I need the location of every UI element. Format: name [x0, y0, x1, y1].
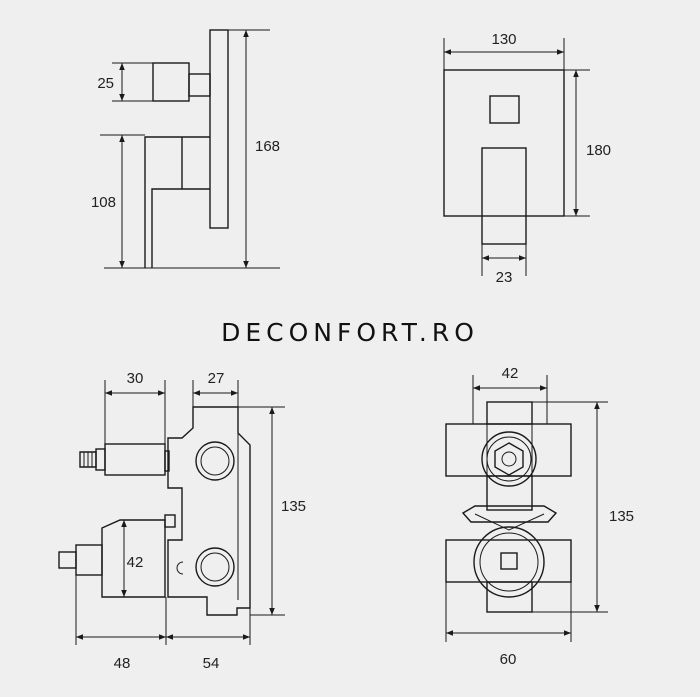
dim-27-label: 27 [208, 370, 225, 387]
upper-top-lug [486, 401, 533, 425]
dim-42-right-label: 42 [502, 365, 519, 382]
dim-23-label: 23 [496, 269, 513, 286]
valve-body-outline [167, 406, 251, 616]
lower-port [195, 547, 235, 587]
lever-front [481, 147, 527, 245]
valve-side-view: 30 27 135 42 48 54 [58, 370, 306, 672]
dim-108-label: 108 [91, 194, 116, 211]
dim-25-label: 25 [97, 75, 114, 92]
dim-42-left-label: 42 [127, 554, 144, 571]
hex-nut-icon [494, 442, 524, 476]
upper-spindle [104, 443, 166, 476]
upper-spindle-tip [79, 451, 97, 468]
knob-front [489, 95, 520, 124]
cover-plate-side [209, 29, 229, 229]
knob-side [152, 62, 190, 102]
front-view: 130 180 23 [443, 31, 611, 286]
dim-30-label: 30 [127, 370, 144, 387]
square-spindle-icon [500, 552, 518, 570]
mid-flange [461, 505, 558, 523]
lower-cartridge [101, 519, 166, 598]
lower-port-ring [473, 526, 545, 598]
dim-168-label: 168 [255, 138, 280, 155]
dim-60-label: 60 [500, 651, 517, 668]
lower-block [445, 539, 572, 583]
cover-plate-front [443, 69, 565, 217]
dim-180-label: 180 [586, 142, 611, 159]
upper-nut-ring [481, 431, 537, 487]
valve-front-view: 42 135 60 [445, 365, 634, 668]
dim-130-label: 130 [491, 31, 516, 48]
upper-port [195, 441, 235, 481]
dim-135-left-label: 135 [281, 498, 306, 515]
side-view: 25 108 168 [91, 29, 280, 269]
lower-bottom-lug [486, 581, 533, 613]
dim-54-label: 54 [203, 655, 220, 672]
brand-label: DECONFORT.RO [221, 318, 479, 347]
dim-135-right-label: 135 [609, 508, 634, 525]
dim-48-label: 48 [114, 655, 131, 672]
knob-stem [188, 73, 211, 97]
lever-side [144, 136, 210, 268]
lower-cartridge-tip [75, 544, 103, 576]
